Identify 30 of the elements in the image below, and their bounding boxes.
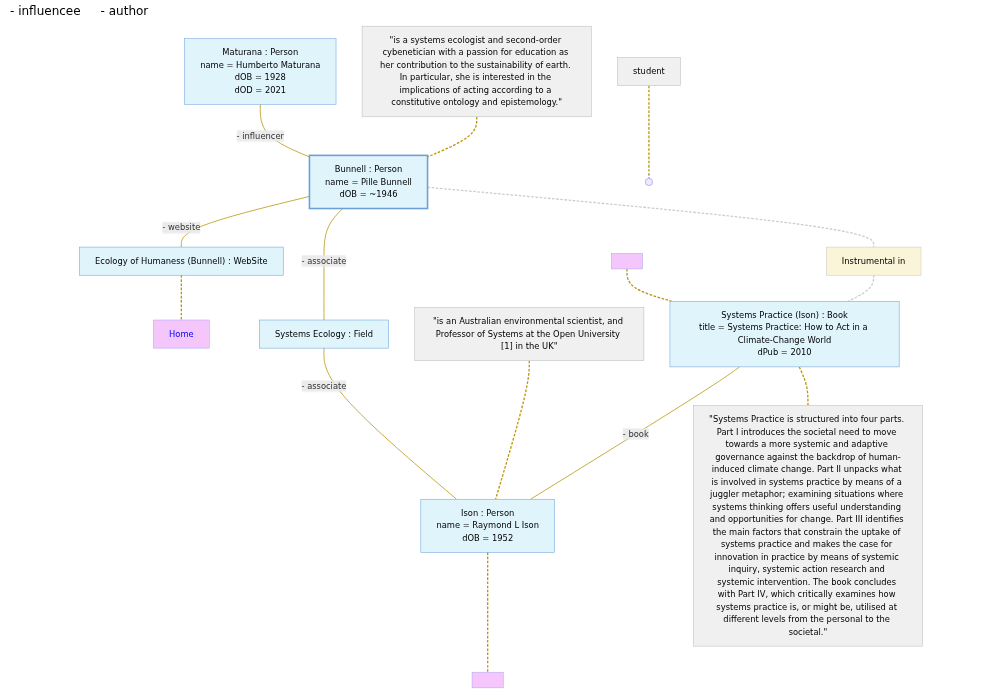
edge-label: - associate — [301, 255, 347, 266]
node-box: Ecology of Humaness (Bunnell) : WebSite — [79, 246, 284, 276]
node-box: student — [617, 57, 681, 86]
connector — [487, 551, 489, 673]
edge-label: - website — [162, 222, 201, 233]
role-label: - influencee — [10, 4, 81, 18]
node-box: Systems Practice (Ison) : Book title = Systems Practice: How to Act in a Climate-Change World dPub = 2010 — [669, 301, 900, 368]
connector — [180, 274, 182, 321]
connector — [530, 366, 740, 500]
edge-label: - influencer — [236, 130, 284, 141]
node-box: "is an Australian environmental scientist, and Professor of Systems at the Open University [1] in the UK" — [414, 307, 645, 361]
connector — [494, 360, 530, 500]
node-box: "Systems Practice is structured into four parts. Part I introduces the societal need to move towards a more systemic and adaptive governance against the backdrop of human-induced climate change. Part II unpacks what is involved in systems practice by means of a juggler metaphor; examining situations where systems thinking offers useful understanding and opportunities for change. Part III identifies the main factors that constrain the uptake of systems practice and makes the case for innovation in practice by means of systemic inquiry, systemic action research and systemic intervention. The book concludes with Part IV, which critically examines how systems practice is, or might be, utilised at different levels from the personal to the societal." — [693, 405, 923, 647]
role-label: - author — [100, 4, 149, 18]
connector — [323, 347, 457, 500]
node-box: Maturana : Person name = Humberto Maturana dOB = 1928 dOD = 2021 — [184, 38, 337, 105]
node-box — [471, 671, 504, 689]
node-box: Systems Ecology : Field — [259, 319, 389, 349]
node-box: Home — [153, 319, 210, 349]
edge-label: - associate — [301, 380, 347, 391]
edge-label: - book — [622, 428, 649, 439]
node-box: Bunnell : Person name = Pille Bunnell dOB = ~1946 — [308, 154, 429, 210]
connector — [798, 366, 809, 407]
node-box: "is a systems ecologist and second-order cybenetician with a passion for education as her contribution to the sustainability of earth. In particular, she is interested in the implications of acting according to a constitutive ontology and epistemology." — [361, 25, 592, 118]
connector — [648, 84, 650, 179]
node-box: Instrumental in — [826, 246, 922, 276]
connector — [180, 196, 310, 248]
node-box — [611, 253, 643, 270]
connector — [323, 208, 344, 321]
node-box: Ison : Person name = Raymond L Ison dOB = 1952 — [420, 498, 555, 553]
